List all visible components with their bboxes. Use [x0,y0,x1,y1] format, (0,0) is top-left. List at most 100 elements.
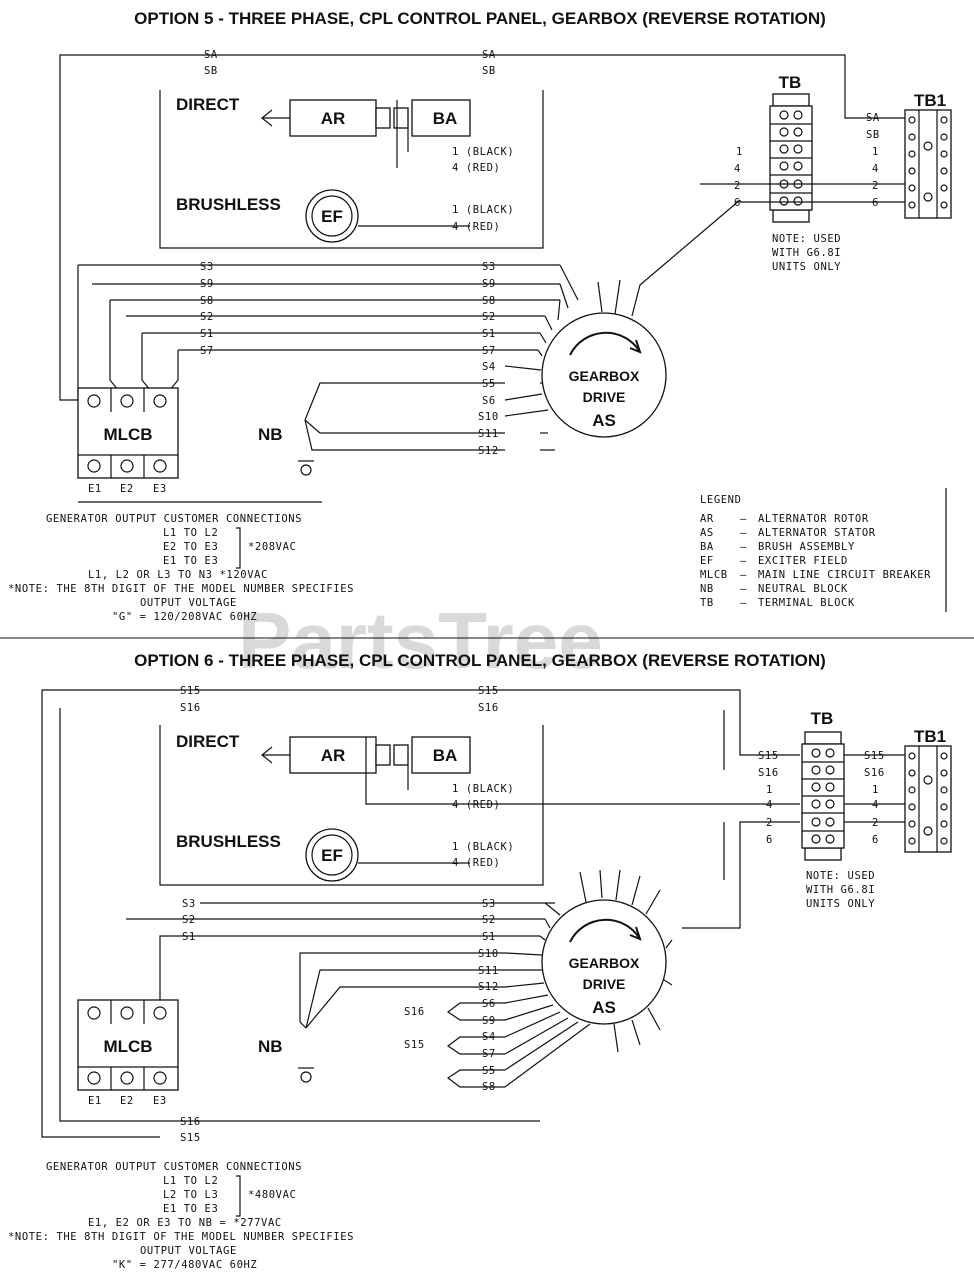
s3-right: S3 [482,261,496,273]
mlcb-top-terminal-1 [87,394,101,408]
s10-right: S10 [478,411,499,423]
watermark: PartsTree [238,596,603,685]
mlcb6-top-2 [120,1006,134,1020]
s9-left: S9 [200,278,214,290]
tb1-6-6: 6 [872,834,879,846]
s15-label-right: S15 [478,685,499,697]
option6-title: OPTION 6 - THREE PHASE, CPL CONTROL PANE… [134,651,826,670]
mlcb-bottom-terminal-3 [153,459,167,473]
tb6-note-2: WITH G6.8I [806,884,875,896]
cust6-e1e3: E1 TO E3 [163,1203,218,1215]
mlcb-label-6: MLCB [103,1037,152,1056]
red-label: 4 (RED) [452,162,500,174]
cust6-480: *480VAC [248,1189,296,1201]
gearbox-tb-lead [631,199,741,317]
tb-label: TB [779,73,802,92]
mlcb-box-6 [77,999,179,1091]
mlcb6-top-1 [87,1006,101,1020]
ar-box-6 [289,736,377,774]
cust-brace [236,527,241,569]
slip-ring-1 [375,107,391,129]
ar-box [289,99,377,137]
gearbox-label: GEARBOX [569,368,640,384]
s16-lead-wire [59,708,160,1122]
ar-arrow-6 [261,746,273,764]
s3-left: S3 [200,261,214,273]
legend-code: NB [700,583,714,595]
rotation-arrow-6 [629,926,642,941]
legend-code: TB [700,597,714,609]
ef-inner-circle-6 [311,834,353,876]
cust-e1e3: E1 TO E3 [163,555,218,567]
legend-desc: BRUSH ASSEMBLY [758,541,855,553]
cust-voltage: "G" = 120/208VAC 60HZ [112,611,257,623]
black-label: 1 (BLACK) [452,146,514,158]
cust6-277: E1, E2 OR E3 TO NB = *277VAC [88,1217,282,1229]
ar-label-6: AR [321,746,346,765]
rotation-arc-6 [569,918,641,943]
mlcb-bottom-terminal-2 [120,459,134,473]
tb1-2: 2 [872,180,879,192]
s1-wire-6 [159,935,540,1010]
s9-right: S9 [482,278,496,290]
rotation-arrow [629,339,642,354]
ar-arrow [261,109,273,127]
tb6-left-1: 1 [766,784,773,796]
ef-label-6: EF [321,846,343,865]
mlcb6-bot-2 [120,1071,134,1085]
tb-left-1: 1 [736,146,743,158]
e3-label-6: E3 [153,1095,167,1107]
legend-dash: – [740,513,747,525]
s12-neutral-wire [304,419,505,451]
cust-120: L1, L2 OR L3 TO N3 *120VAC [88,569,268,581]
s16-label-right: S16 [478,702,499,714]
brushless-label-6: BRUSHLESS [176,832,281,851]
tie-s6-s9 [446,1002,505,1021]
drive-label: DRIVE [583,389,626,405]
tb1-sb: SB [866,129,880,141]
legend-desc: NEUTRAL BLOCK [758,583,848,595]
s12-neutral-6 [305,986,505,1029]
s6-right: S6 [482,395,496,407]
slip-ring-6-2 [393,744,409,766]
tb1-label: TB1 [914,91,946,110]
mlcb-label: MLCB [103,425,152,444]
tb-label-6: TB [811,709,834,728]
svg-text:S5: S5 [482,1065,496,1077]
ef-outer-circle-6 [305,828,359,882]
ba-label-6: BA [433,746,458,765]
brushless-label: BRUSHLESS [176,195,281,214]
svg-text:S3: S3 [482,898,496,910]
s15-lead-wire [41,689,800,1138]
cust6-note: *NOTE: THE 8TH DIGIT OF THE MODEL NUMBER… [8,1231,354,1243]
sa-label-right: SA [482,49,496,61]
drive-label-6: DRIVE [583,976,626,992]
svg-text:S2: S2 [482,914,496,926]
ef-outer-circle [305,189,359,243]
s1-left-6: S1 [182,931,196,943]
cust-title: GENERATOR OUTPUT CUSTOMER CONNECTIONS [46,513,302,525]
legend-dash: – [740,555,747,567]
s8-right: S8 [482,295,496,307]
legend-dash: – [740,569,747,581]
sa-lead-wire [59,54,905,401]
option5-title: OPTION 5 - THREE PHASE, CPL CONTROL PANE… [134,9,826,28]
tb-cap-top [772,93,810,107]
s2-left: S2 [200,311,214,323]
legend-code: BA [700,541,714,553]
s7-left: S7 [200,345,214,357]
tb-note-3: UNITS ONLY [772,261,841,273]
ar-label: AR [321,109,346,128]
legend-desc: EXCITER FIELD [758,555,848,567]
ef-black-6: 1 (BLACK) [452,841,514,853]
legend-desc: TERMINAL BLOCK [758,597,855,609]
tb6-left-s15: S15 [758,750,779,762]
s3-left-6: S3 [182,898,196,910]
excitation-frame [159,90,544,249]
cust6-title: GENERATOR OUTPUT CUSTOMER CONNECTIONS [46,1161,302,1173]
tb-left-6: 6 [734,197,741,209]
mlcb-top-terminal-2 [120,394,134,408]
tb1-4: 4 [872,163,879,175]
e1-label: E1 [88,483,102,495]
tie-s5-s8 [446,1069,505,1088]
